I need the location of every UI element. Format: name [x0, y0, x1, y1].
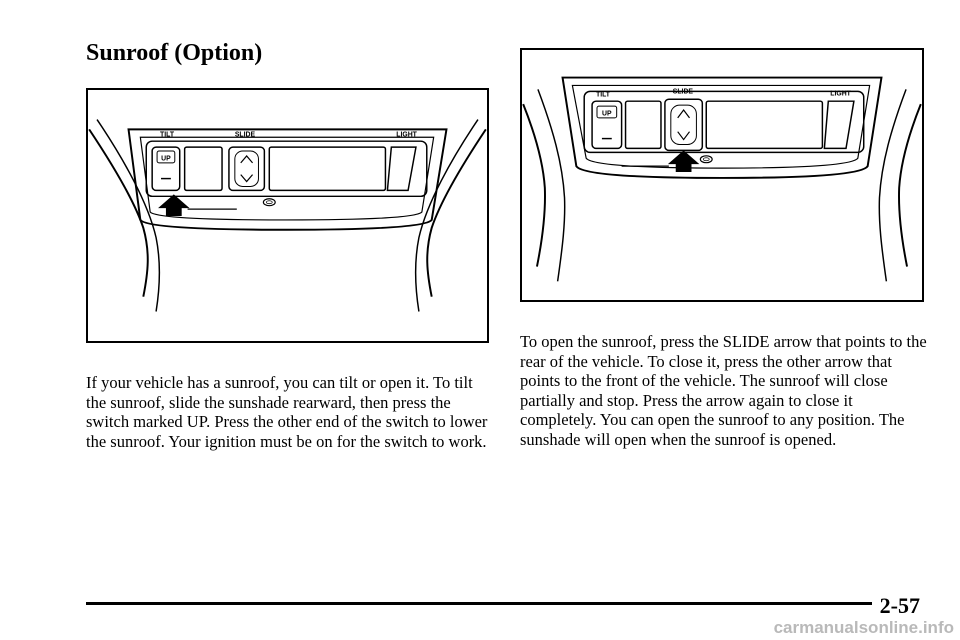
paragraph-slide-instructions: To open the sunroof, press the SLIDE arr… — [520, 332, 927, 449]
overhead-console-illustration: UP TILT SLIDE LIGHT — [88, 119, 487, 312]
slide-switch — [228, 146, 266, 192]
light-label: LIGHT — [830, 90, 851, 97]
footer-rule — [86, 602, 872, 605]
pointer-arrow-icon — [158, 194, 237, 216]
tilt-switch — [151, 146, 181, 192]
page-title: Sunroof (Option) — [86, 40, 263, 66]
light-lens — [823, 100, 855, 150]
tilt-label: TILT — [596, 91, 611, 98]
tilt-label: TILT — [160, 131, 175, 138]
figure-tilt-switch: UP TILT SLIDE LIGHT — [86, 88, 489, 343]
figure-slide-switch: UP TILT SLIDE LIGHT — [520, 48, 924, 302]
up-label: UP — [161, 155, 171, 162]
watermark: carmanualsonline.info — [773, 618, 954, 637]
up-label: UP — [602, 110, 612, 117]
slide-switch — [664, 98, 704, 152]
slide-label: SLIDE — [673, 88, 694, 95]
slide-label: SLIDE — [235, 131, 256, 138]
overhead-console-illustration: UP TILT SLIDE LIGHT — [522, 76, 922, 282]
paragraph-tilt-instructions: If your vehicle has a sunroof, you can t… — [86, 373, 488, 451]
page-number: 2-57 — [879, 593, 920, 618]
light-lens — [386, 146, 417, 192]
pointer-arrow-icon — [621, 150, 700, 173]
light-label: LIGHT — [396, 131, 417, 138]
tilt-switch — [591, 100, 623, 150]
